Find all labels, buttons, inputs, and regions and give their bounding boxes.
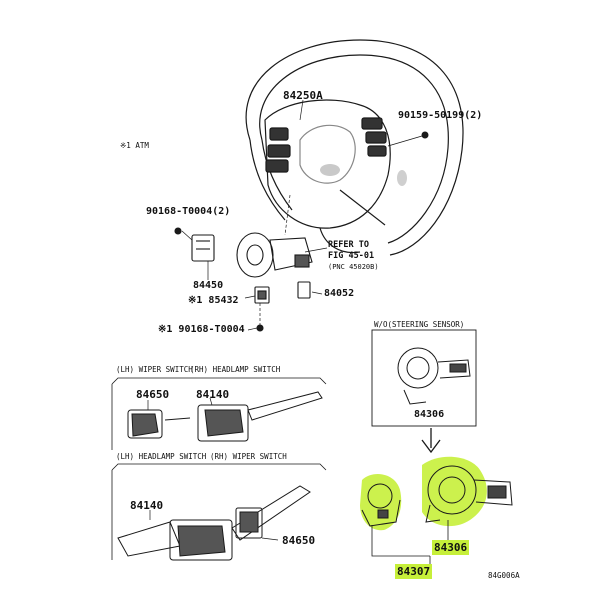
combination-switch-icon [174, 227, 313, 332]
rh-wiper-label: (RH) WIPER SWITCH [210, 452, 287, 461]
lh-headlamp-label: (LH) HEADLAMP SWITCH [116, 452, 207, 461]
part-label-85432: ※1 85432 [188, 295, 239, 306]
part-label-84450: 84450 [193, 280, 224, 291]
spiral-cable-icon [397, 347, 471, 405]
part-label-84140-bottom: 84140 [130, 499, 164, 512]
clock-spring-highlight-icon [360, 474, 402, 531]
refer-line-1: REFER TO [328, 240, 369, 250]
highlight-84306: 84306 [432, 540, 470, 555]
part-label-84306-highlight: 84306 [432, 540, 470, 555]
part-label-84650-bottom: 84650 [282, 534, 316, 547]
refer-note: REFER TO FIG 45-01 (PNC 45020B) [328, 240, 379, 273]
refer-line-2: FIG 45-01 [328, 251, 375, 261]
lh-wiper-label: (LH) WIPER SWITCH [116, 365, 193, 374]
part-label-84307-highlight: 84307 [395, 564, 433, 579]
steering-sensor-box [371, 329, 477, 427]
spiral-cable-highlight-icon [422, 456, 513, 527]
part-label-84650-top: 84650 [136, 388, 170, 401]
switch-assembly-top-icon [127, 391, 323, 442]
part-label-84140-top: 84140 [196, 388, 230, 401]
arrow-down-icon [421, 428, 441, 454]
refer-line-3: (PNC 45020B) [328, 263, 379, 271]
steering-wheel-icon [245, 39, 464, 256]
screw-icon [387, 131, 429, 147]
atm-note: ※1 ATM [120, 141, 149, 150]
switch-assembly-bottom-icon [117, 485, 311, 561]
part-label-90168-2: 90168-T0004(2) [146, 206, 231, 217]
highlight-84307: 84307 [395, 564, 433, 579]
wo-sensor-label: W/O(STEERING SENSOR) [374, 320, 465, 329]
part-label-84250a: 84250A [283, 89, 323, 102]
part-label-84052: 84052 [324, 288, 355, 299]
part-label-84306-top: 84306 [414, 409, 445, 420]
part-label-90168-1: ※1 90168-T0004 [158, 324, 245, 335]
rh-headlamp-label: (RH) HEADLAMP SWITCH [190, 365, 281, 374]
part-label-90159: 90159-50199(2) [398, 110, 483, 121]
figure-code: 84G006A [488, 571, 520, 580]
